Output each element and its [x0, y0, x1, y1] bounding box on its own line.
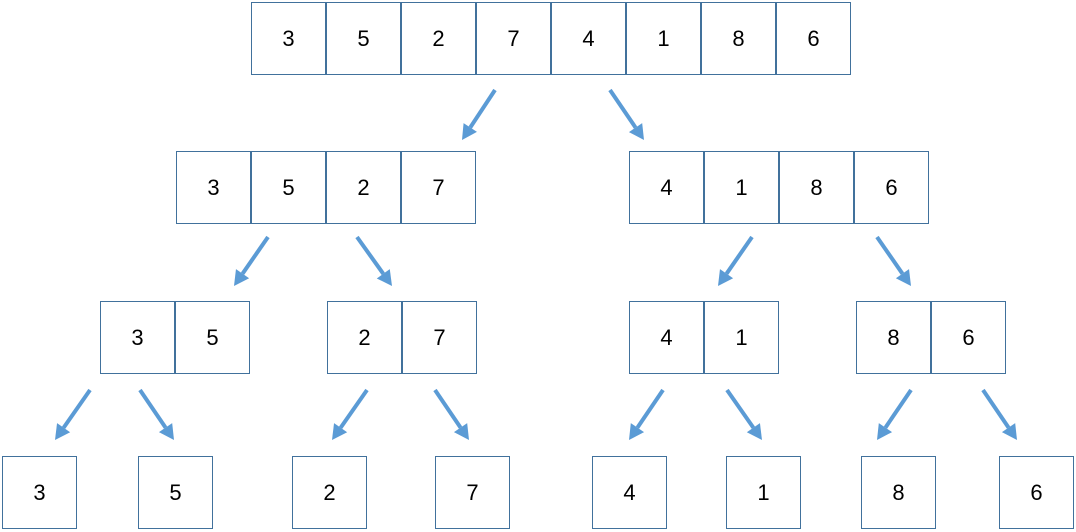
array-cell: 2 [327, 301, 402, 374]
split-arrow [608, 88, 644, 140]
array-cell: 8 [861, 456, 936, 529]
array-cell: 5 [326, 2, 401, 75]
split-arrow [433, 388, 469, 440]
array-cell: 6 [854, 151, 929, 224]
array-cell: 5 [175, 301, 250, 374]
split-arrow [55, 388, 92, 440]
array-cell: 1 [726, 456, 801, 529]
split-arrow [234, 235, 270, 286]
array-cell: 7 [435, 456, 510, 529]
array-cell: 4 [592, 456, 667, 529]
array-cell: 4 [629, 301, 704, 374]
array-cell: 2 [292, 456, 367, 529]
split-arrow [875, 235, 911, 286]
array-cell: 7 [401, 151, 476, 224]
split-arrow [355, 235, 392, 286]
array-cell: 8 [856, 301, 931, 374]
array-cell: 2 [326, 151, 401, 224]
array-cell: 1 [626, 2, 701, 75]
array-cell: 1 [704, 151, 779, 224]
array-cell: 5 [138, 456, 213, 529]
split-arrow [629, 388, 665, 440]
split-arrow [462, 88, 497, 140]
split-arrow [138, 388, 174, 440]
array-cell: 6 [776, 2, 851, 75]
array-cell: 4 [629, 151, 704, 224]
split-arrow [725, 388, 762, 440]
array-cell: 5 [251, 151, 326, 224]
array-cell: 3 [176, 151, 251, 224]
array-cell: 8 [779, 151, 854, 224]
array-cell: 3 [100, 301, 175, 374]
array-cell: 7 [402, 301, 477, 374]
split-arrow [877, 388, 913, 440]
array-cell: 3 [2, 456, 77, 529]
array-cell: 4 [551, 2, 626, 75]
array-cell: 7 [476, 2, 551, 75]
split-arrow [981, 388, 1017, 440]
split-arrow [718, 235, 754, 286]
array-cell: 8 [701, 2, 776, 75]
split-arrow [332, 388, 369, 440]
array-cell: 6 [999, 456, 1074, 529]
array-cell: 3 [251, 2, 326, 75]
array-cell: 2 [401, 2, 476, 75]
array-cell: 1 [704, 301, 779, 374]
array-cell: 6 [931, 301, 1006, 374]
